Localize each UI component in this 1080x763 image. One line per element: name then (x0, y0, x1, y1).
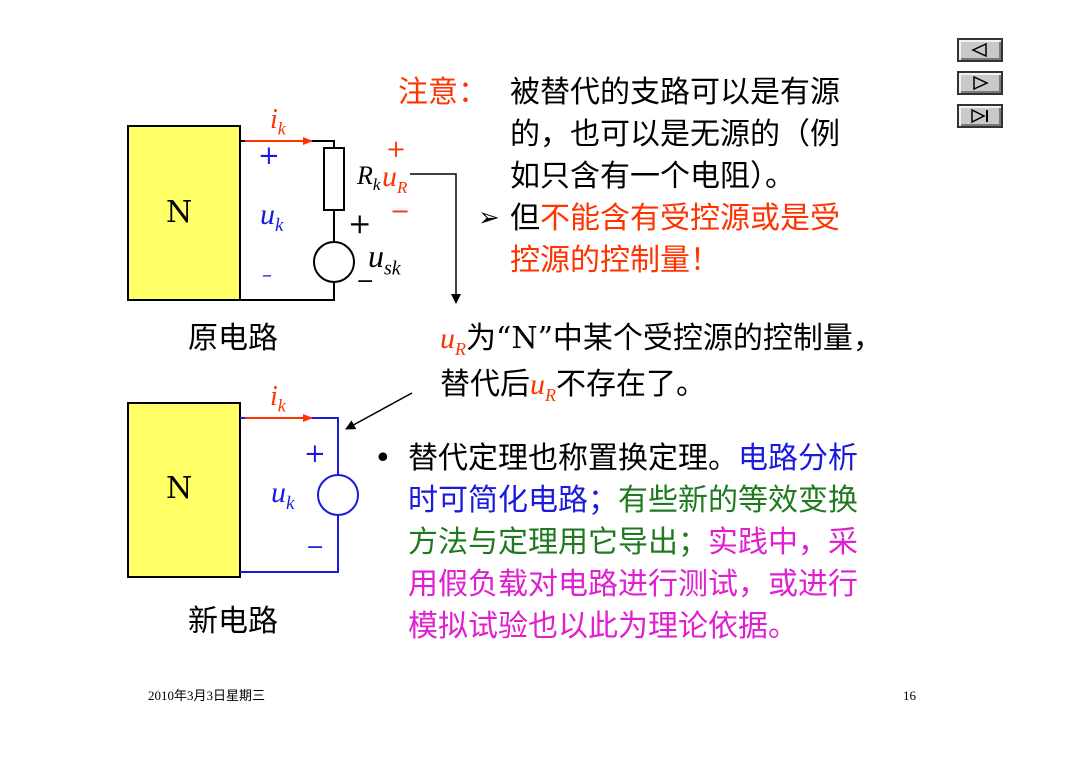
uk-plus-2: + (304, 439, 326, 469)
previous-slide-button[interactable] (957, 38, 1003, 62)
uk-minus-1: – (262, 262, 272, 286)
controlled-source-uk (317, 474, 359, 516)
network-label-2: N (166, 471, 193, 506)
note-label: 注意： (398, 75, 488, 110)
footer-date: 2010年3月3日星期三 (148, 688, 266, 703)
theorem-line-2: 时可简化电路；有些新的等效变换 (408, 483, 858, 518)
ur-bracket-arrow (410, 173, 461, 304)
ur-minus: − (390, 197, 411, 225)
usk-label: usk (368, 238, 401, 280)
next-slide-icon (973, 76, 989, 90)
theorem-line-5: 模拟试验也以此为理论依据。 (408, 609, 798, 644)
next-slide-button[interactable] (957, 71, 1003, 95)
rk-label: Rk (357, 161, 381, 195)
explain-line-1: uR为“N”中某个受控源的控制量， (440, 321, 883, 359)
original-circuit-caption: 原电路 (188, 321, 278, 356)
ik-label-2: ik (270, 381, 286, 416)
usk-plus: + (348, 207, 372, 240)
note-line-2: 的，也可以是无源的（例 (510, 117, 840, 152)
theorem-line-1: 替代定理也称置换定理。电路分析 (408, 441, 858, 476)
pointer-arrow (345, 392, 413, 430)
uk-label-1: uk (260, 198, 284, 236)
ik-label-1: ik (270, 104, 286, 139)
explain-line-2: 替代后uR不存在了。 (440, 367, 706, 405)
last-slide-button[interactable] (957, 104, 1003, 128)
network-box-2 (127, 402, 241, 578)
theorem-bullet: • (374, 441, 392, 476)
resistor-rk (323, 147, 345, 211)
uk-plus-1: + (258, 141, 280, 171)
note-line-1: 被替代的支路可以是有源 (510, 75, 840, 110)
last-slide-icon (971, 109, 988, 123)
uk-label-2: uk (271, 476, 295, 514)
network-label-1: N (166, 195, 193, 230)
footer-page-number: 16 (903, 688, 916, 703)
ur-label-1: uR (382, 160, 408, 197)
previous-slide-icon (971, 43, 987, 57)
ur-plus: + (386, 135, 407, 163)
note-line-4: 但不能含有受控源或是受 (510, 201, 840, 236)
new-circuit (127, 392, 413, 578)
note-line-5: 控源的控制量！ (510, 243, 720, 278)
theorem-line-3: 方法与定理用它导出；实践中，采 (408, 525, 858, 560)
theorem-line-4: 用假负载对电路进行测试，或进行 (408, 567, 858, 602)
note-line-3: 如只含有一个电阻）。 (510, 159, 795, 194)
usk-minus: − (356, 269, 375, 294)
uk-minus-2: − (306, 535, 325, 560)
network-box-1 (127, 125, 241, 301)
voltage-source-usk (313, 241, 355, 283)
original-circuit (127, 125, 461, 304)
note-bullet: ➢ (478, 203, 500, 233)
new-circuit-caption: 新电路 (188, 604, 278, 639)
